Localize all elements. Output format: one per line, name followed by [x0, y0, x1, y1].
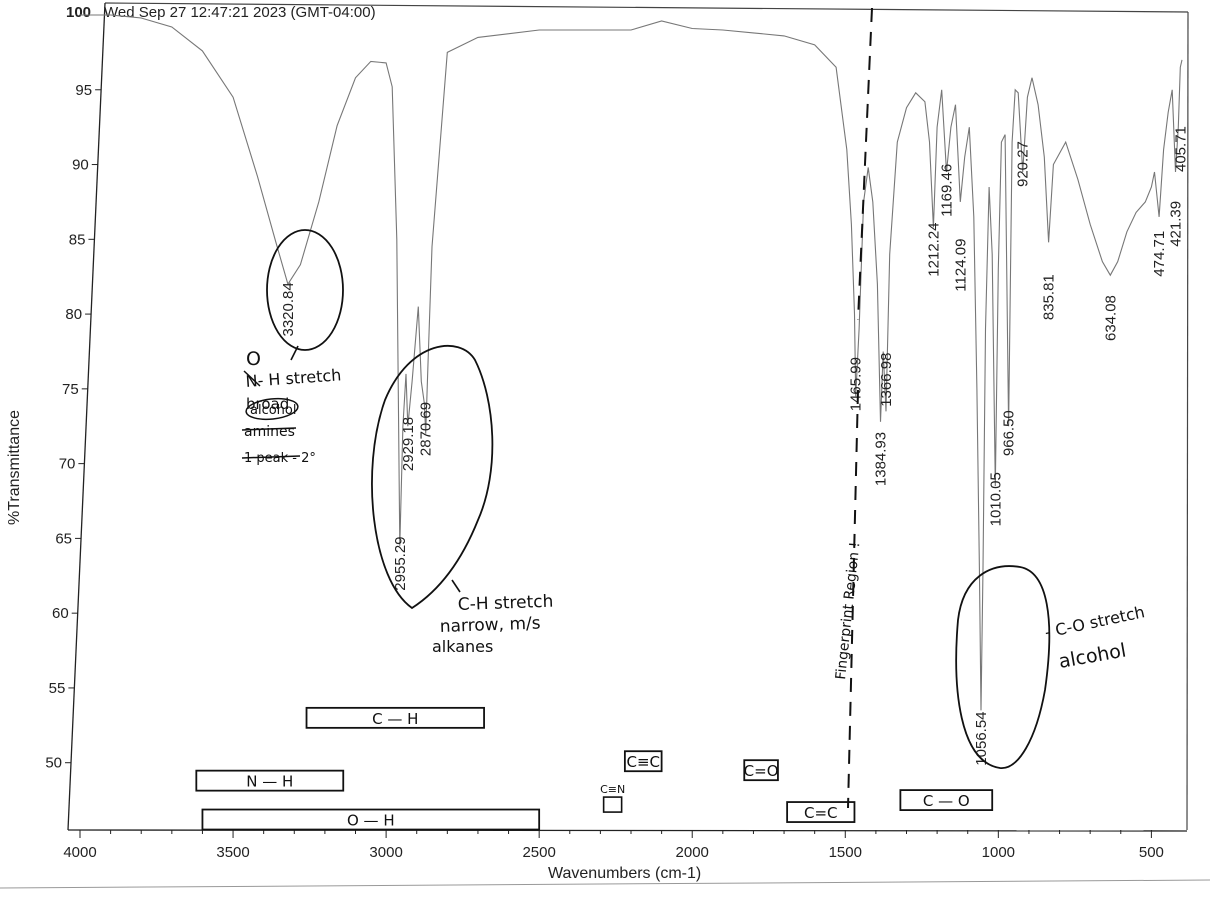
- y-tick-label: 90: [72, 157, 89, 174]
- y-axis-ticks: 50 55 60 65 70 75 80 85 90 95: [45, 82, 102, 772]
- peak-label: 2929.18: [400, 417, 417, 471]
- x-tick-label: 3000: [369, 844, 402, 861]
- range-label: C=O: [744, 762, 779, 780]
- annot-alcohol: alcohol: [1057, 639, 1128, 672]
- y-tick-label: 50: [45, 755, 62, 772]
- fingerprint-divider-upper: [857, 7, 873, 321]
- peak-label: 1010.05: [987, 472, 1004, 526]
- range-label: C — H: [372, 710, 418, 728]
- range-box: [899, 789, 994, 811]
- functional-group-ranges: C — H N — H O — H C≡CC≡N C=O C=C C — O: [195, 706, 994, 831]
- bottom-scan-edge: [0, 879, 1210, 889]
- co-peak-loop: [955, 565, 1051, 769]
- y-tick-label: 65: [55, 530, 72, 547]
- oh-leader-line: [290, 345, 299, 361]
- y-axis-top-value: 100: [66, 4, 91, 21]
- y-tick-label: 80: [65, 306, 82, 323]
- peak-label: 1124.09: [952, 239, 969, 292]
- range-box: [743, 759, 779, 782]
- y-tick-label: 60: [52, 605, 69, 622]
- annot-broad: broad: [246, 395, 289, 413]
- peak-label: 1384.93: [873, 432, 890, 486]
- peak-label: 3320.84: [280, 282, 297, 336]
- x-tick-label: 500: [1139, 844, 1164, 861]
- peak-label: 966.50: [1001, 410, 1018, 456]
- y-tick-label: 95: [75, 82, 92, 99]
- range-box: [305, 706, 485, 729]
- range-box: [786, 801, 856, 823]
- timestamp: Wed Sep 27 12:47:21 2023 (GMT-04:00): [104, 4, 376, 21]
- annot-ch-stretch: C-H stretch: [457, 592, 553, 615]
- range-box: [201, 808, 541, 831]
- fingerprint-divider-lower: [847, 389, 859, 809]
- range-label: O — H: [347, 812, 395, 830]
- n-strikethrough: [243, 370, 261, 387]
- y-tick-label: 85: [69, 231, 86, 248]
- ch-leader-line: [451, 579, 461, 593]
- ch-peak-loop: [371, 344, 494, 610]
- annot-alcohol-circled: alcohol: [250, 403, 296, 418]
- peak-label: 421.39: [1168, 201, 1185, 247]
- peak-label: 1366.98: [878, 353, 895, 407]
- range-box: [195, 769, 345, 792]
- annot-co-stretch: - C-O stretch: [1043, 602, 1147, 642]
- x-tick-label: 2000: [676, 844, 709, 861]
- peak-label: 1169.46: [939, 164, 956, 217]
- x-tick-label: 1500: [829, 844, 862, 861]
- range-label: C≡N: [600, 783, 625, 796]
- annot-amines: amines: [244, 424, 295, 440]
- y-tick-label: 55: [49, 680, 66, 697]
- x-tick-label: 2500: [522, 844, 555, 861]
- peak-label: 1056.54: [973, 711, 990, 765]
- spectrum-line: [80, 14, 1183, 711]
- peak-label: 1465.99: [848, 357, 865, 411]
- top-border: [104, 2, 1189, 13]
- range-label: N — H: [246, 773, 293, 791]
- range-label: C=C: [804, 804, 838, 822]
- peak-label: 1212.24: [925, 222, 942, 276]
- handwritten-annotations: O N- H stretch broad alcohol amines 1 pe…: [241, 7, 1147, 809]
- annot-fingerprint-region: Fingerprint Region !: [833, 541, 863, 680]
- annot-alkanes: alkanes: [432, 637, 493, 656]
- x-tick-label: 1000: [982, 844, 1015, 861]
- range-box: [623, 750, 663, 773]
- peak-label: 474.71: [1151, 231, 1168, 277]
- y-axis-title: %Transmittance: [6, 410, 23, 525]
- y-axis: [67, 2, 106, 831]
- range-label: C≡C: [626, 753, 660, 771]
- x-axis-title: Wavenumbers (cm-1): [548, 865, 701, 882]
- range-box: [602, 796, 623, 813]
- peak-label: 2955.29: [392, 536, 409, 590]
- alcohol-circle: [245, 397, 299, 421]
- annot-one-peak: 1 peak - 2°: [244, 451, 316, 466]
- x-tick-label: 3500: [216, 844, 249, 861]
- y-tick-label: 75: [62, 381, 79, 398]
- peak-label: 835.81: [1041, 274, 1058, 320]
- peak-label: 2870.69: [418, 402, 435, 456]
- annot-narrow: narrow, m/s: [439, 613, 541, 637]
- range-label: C — O: [923, 792, 970, 810]
- x-axis-ticks: 4000 3500 3000 2500 2000 1500 1000 500: [63, 830, 1164, 861]
- right-border: [1186, 11, 1189, 831]
- one-peak-strikethrough: [241, 455, 301, 459]
- peak-label: 920.27: [1015, 141, 1032, 187]
- peak-label: 634.08: [1102, 295, 1119, 341]
- oh-peak-circle: [266, 229, 344, 351]
- y-tick-label: 70: [59, 456, 76, 473]
- annot-o-letter: O: [246, 348, 261, 370]
- x-tick-label: 4000: [63, 844, 96, 861]
- peak-label: 405.71: [1172, 126, 1189, 172]
- amines-strikethrough: [241, 427, 297, 431]
